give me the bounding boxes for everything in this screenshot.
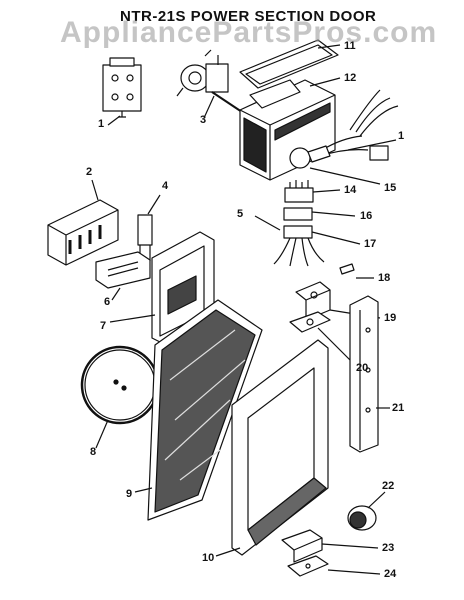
knob-part-22: [347, 491, 386, 531]
fuse-holder-part-4: [137, 194, 161, 261]
callout-24: 24: [384, 568, 397, 580]
callout-6: 6: [104, 296, 111, 308]
motor-part-3: [176, 49, 243, 119]
callout-19: 19: [384, 312, 397, 324]
callout-10: 10: [202, 552, 215, 564]
callout-11: 11: [344, 40, 356, 52]
callout-1: 1: [98, 118, 105, 130]
callout-22: 22: [382, 480, 395, 492]
callout-12: 12: [344, 72, 357, 84]
callout-5: 5: [237, 208, 244, 220]
belt-part-8: [80, 345, 160, 449]
relay-part-1: [102, 57, 142, 126]
terminal-block-part-2: [47, 179, 119, 266]
control-board-part-6: [95, 251, 151, 301]
rail-part-21: [349, 295, 390, 453]
hinge-plate-part-20: [289, 311, 355, 365]
callout-21: 21: [392, 402, 405, 414]
callout-17: 17: [364, 238, 377, 250]
diagram-title: NTR-21S POWER SECTION DOOR: [120, 8, 377, 25]
door-glass-part-9: [134, 299, 263, 521]
callout-1-right: 1: [398, 130, 405, 142]
bracket-part-24: [287, 555, 381, 577]
cover-plate-part-11: [239, 39, 341, 89]
watermark: AppliancePartsPros.com: [60, 16, 438, 49]
callout-23: 23: [382, 542, 395, 554]
callout-16: 16: [360, 210, 373, 222]
callout-7: 7: [100, 320, 107, 332]
wire-connectors: [254, 180, 361, 267]
callout-2: 2: [86, 166, 93, 178]
socket-wires: [289, 89, 399, 169]
callout-8: 8: [90, 446, 97, 458]
callout-9: 9: [126, 488, 133, 500]
callout-20: 20: [356, 362, 369, 374]
callout-3: 3: [200, 114, 207, 126]
housing-part-12: [239, 77, 341, 181]
callout-4: 4: [162, 180, 169, 192]
callout-18: 18: [378, 272, 391, 284]
callout-14: 14: [344, 184, 357, 196]
callout-15: 15: [384, 182, 397, 194]
bracket-part-23: [281, 529, 379, 563]
door-frame-part-10: [215, 339, 329, 557]
clip-part-18: [339, 263, 374, 279]
